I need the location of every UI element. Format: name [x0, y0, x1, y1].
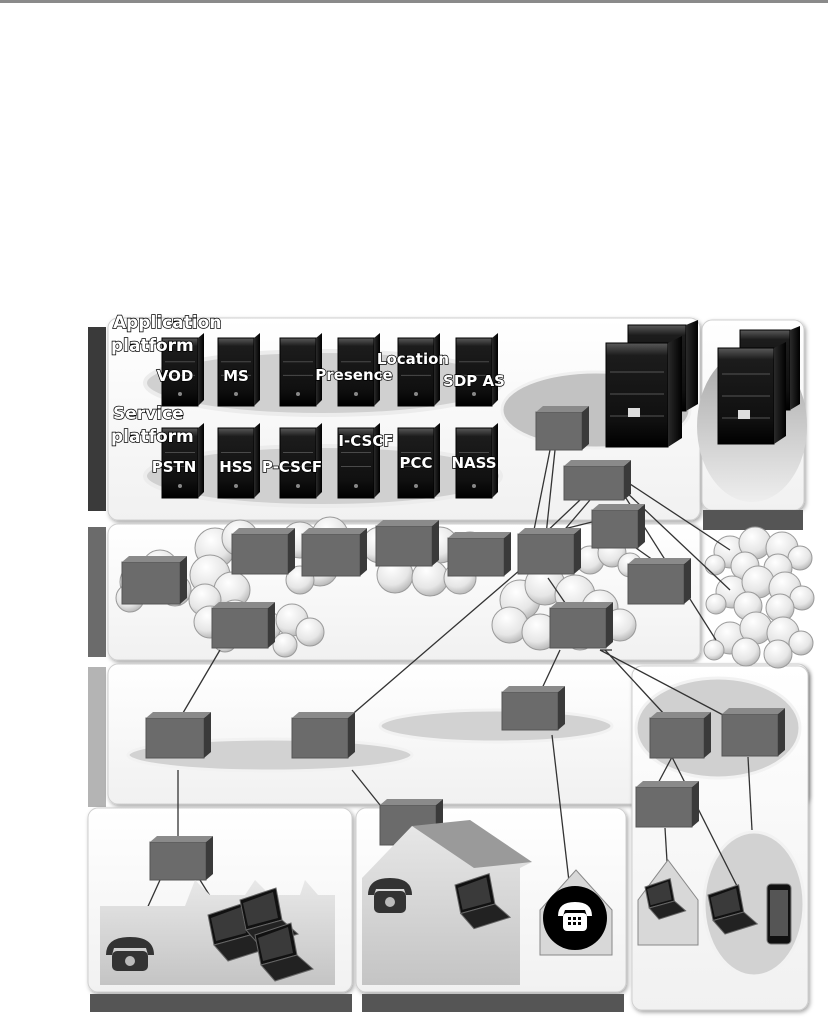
service-platform-title: Service — [113, 404, 184, 424]
telephone-icon — [106, 937, 154, 971]
application_servers-label: MS — [223, 367, 249, 385]
server-tower-icon — [455, 333, 498, 407]
service_servers-label: PCC — [399, 454, 432, 472]
gateway-server-icon — [605, 320, 698, 448]
smartphone-icon — [766, 883, 792, 945]
network-node-box — [121, 556, 187, 605]
external-server-icon — [717, 326, 800, 445]
residential-laptop — [454, 872, 512, 930]
network-node-box — [627, 558, 691, 605]
server-tower-icon — [455, 423, 498, 499]
laptop-icon — [644, 877, 687, 920]
phone-house-icon — [539, 869, 613, 956]
network-node-box — [501, 686, 565, 731]
network-node-box — [145, 712, 211, 759]
layer-bar-service — [88, 327, 106, 511]
enterprise-caption-bar — [90, 994, 352, 1012]
application-platform-title-2: platform — [111, 336, 194, 356]
external-server-caption-bar — [703, 510, 803, 530]
server-tower-icon — [337, 333, 380, 407]
network-node-box — [231, 528, 295, 575]
network-node-box — [721, 708, 785, 757]
service_servers-label: I-CSCF — [338, 432, 393, 450]
application_servers-label: Location — [377, 350, 449, 368]
server-tower-icon — [161, 423, 204, 499]
network-node-box — [291, 712, 355, 759]
application_servers-label: SDP AS — [443, 372, 505, 390]
service_servers-label: PSTN — [152, 458, 197, 476]
telephone-icon — [368, 878, 412, 913]
cloud-icon — [703, 611, 814, 669]
network-node-box — [211, 602, 275, 649]
server-tower-icon — [397, 333, 440, 407]
laptop-icon — [254, 922, 314, 982]
application-platform-title: Application — [113, 313, 221, 333]
server-tower-icon — [161, 333, 204, 407]
server-tower-icon — [397, 423, 440, 499]
network-node-box — [535, 406, 589, 451]
server-tower-icon — [279, 333, 322, 407]
enterprise-laptops — [207, 887, 314, 982]
network-node-box — [649, 712, 711, 759]
network-node-box — [517, 528, 581, 575]
network-node-box — [591, 504, 645, 549]
laptop-icon — [707, 884, 759, 935]
service-platform-title-2: platform — [111, 427, 194, 447]
network-node-box — [301, 528, 367, 577]
service_servers-label: HSS — [219, 458, 253, 476]
server-tower-icon — [217, 423, 260, 499]
laptop-icon — [454, 872, 512, 930]
access-network-ellipse-middle — [378, 708, 614, 744]
service_servers-label: P-CSCF — [262, 458, 322, 476]
layer-bar-core — [88, 527, 106, 657]
network-node-box — [375, 520, 439, 567]
network-node-box — [635, 781, 699, 828]
server-tower-icon — [279, 423, 322, 499]
network-node-box — [149, 836, 213, 881]
external-clouds — [703, 526, 815, 669]
mobile-laptops — [644, 877, 759, 935]
residential-house-icon — [362, 820, 532, 985]
service_servers-label: NASS — [451, 454, 496, 472]
network-node-box — [447, 532, 511, 577]
residential-caption-bar — [362, 994, 624, 1012]
top-rule — [0, 0, 828, 3]
cloud-icon — [704, 526, 813, 583]
cloud-icon — [188, 519, 259, 617]
layer-bar-access — [88, 667, 106, 807]
network-node-box — [549, 602, 613, 649]
service-server-row: PSTN HSS P-CSCF I-CSCF PCC NASS — [151, 423, 498, 499]
server-tower-icon — [217, 333, 260, 407]
application_servers-label: Presence — [315, 366, 392, 384]
network-node-box — [563, 460, 631, 501]
application_servers-label: VOD — [157, 367, 194, 385]
server-tower-icon — [337, 423, 380, 499]
